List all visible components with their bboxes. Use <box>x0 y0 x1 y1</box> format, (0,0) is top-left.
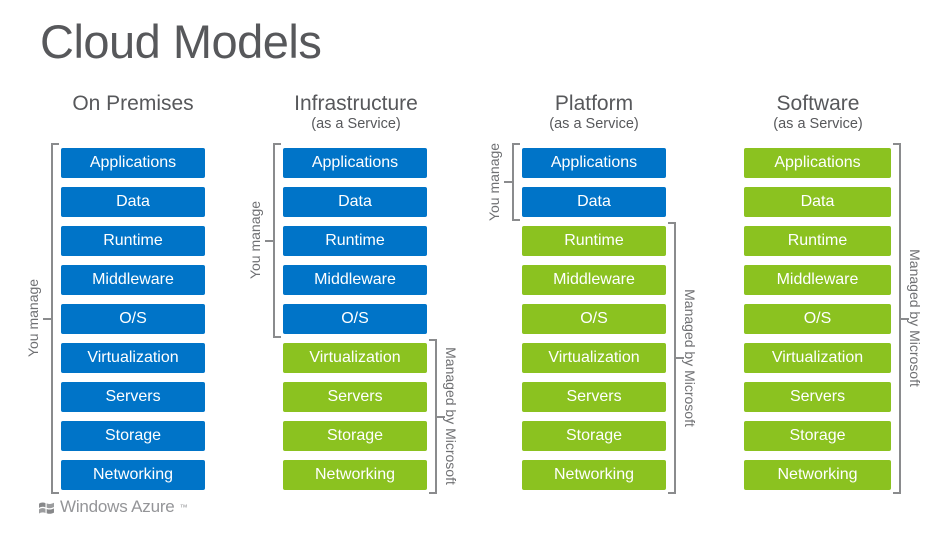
managed-by-microsoft-label: Managed by Microsoft <box>907 249 923 387</box>
box-middleware: Middleware <box>522 265 666 295</box>
managed-by-microsoft-label: Managed by Microsoft <box>443 347 459 485</box>
stack-iaas: Applications Data Runtime Middleware O/S… <box>283 148 427 490</box>
page-title: Cloud Models <box>40 15 322 68</box>
box-virtualization: Virtualization <box>61 343 205 373</box>
box-storage: Storage <box>61 421 205 451</box>
box-networking: Networking <box>283 460 427 490</box>
box-servers: Servers <box>283 382 427 412</box>
you-manage-label: You manage <box>486 142 502 222</box>
you-manage-label: You manage <box>247 200 263 280</box>
box-runtime: Runtime <box>522 226 666 256</box>
column-header-paas: Platform (as a Service) <box>549 92 638 133</box>
windows-azure-logo: Windows Azure ™ <box>38 497 188 517</box>
managed-by-microsoft-label: Managed by Microsoft <box>682 289 698 427</box>
box-os: O/S <box>744 304 891 334</box>
column-subtitle: (as a Service) <box>773 116 863 132</box>
box-applications: Applications <box>744 148 891 178</box>
box-runtime: Runtime <box>61 226 205 256</box>
box-data: Data <box>61 187 205 217</box>
box-virtualization: Virtualization <box>522 343 666 373</box>
box-os: O/S <box>61 304 205 334</box>
you-manage-bracket <box>265 143 281 338</box>
box-servers: Servers <box>744 382 891 412</box>
you-manage-bracket <box>504 143 520 221</box>
box-applications: Applications <box>522 148 666 178</box>
box-servers: Servers <box>522 382 666 412</box>
column-header-on-premises: On Premises <box>72 92 193 115</box>
box-os: O/S <box>283 304 427 334</box>
windows-flag-icon <box>38 500 55 515</box>
box-runtime: Runtime <box>283 226 427 256</box>
box-storage: Storage <box>522 421 666 451</box>
box-data: Data <box>522 187 666 217</box>
you-manage-bracket <box>43 143 59 494</box>
column-title: Platform <box>554 92 634 115</box>
managed-by-microsoft-bracket <box>668 222 684 494</box>
box-networking: Networking <box>744 460 891 490</box>
managed-by-microsoft-bracket <box>429 339 445 494</box>
box-data: Data <box>283 187 427 217</box>
box-storage: Storage <box>283 421 427 451</box>
stack-saas: Applications Data Runtime Middleware O/S… <box>744 148 891 490</box>
box-runtime: Runtime <box>744 226 891 256</box>
stack-on-premises: Applications Data Runtime Middleware O/S… <box>61 148 205 490</box>
box-networking: Networking <box>61 460 205 490</box>
box-middleware: Middleware <box>61 265 205 295</box>
box-applications: Applications <box>61 148 205 178</box>
column-title: Software <box>776 92 860 115</box>
trademark-symbol: ™ <box>179 502 188 512</box>
box-storage: Storage <box>744 421 891 451</box>
box-middleware: Middleware <box>283 265 427 295</box>
column-header-iaas: Infrastructure (as a Service) <box>294 92 418 133</box>
column-title: Infrastructure <box>294 92 418 115</box>
box-data: Data <box>744 187 891 217</box>
box-middleware: Middleware <box>744 265 891 295</box>
box-servers: Servers <box>61 382 205 412</box>
box-networking: Networking <box>522 460 666 490</box>
logo-text: Windows Azure <box>60 497 175 516</box>
column-subtitle: (as a Service) <box>549 116 639 132</box>
box-virtualization: Virtualization <box>744 343 891 373</box>
box-os: O/S <box>522 304 666 334</box>
box-applications: Applications <box>283 148 427 178</box>
box-virtualization: Virtualization <box>283 343 427 373</box>
column-header-saas: Software (as a Service) <box>773 92 862 133</box>
managed-by-microsoft-bracket <box>893 143 909 494</box>
column-title: On Premises <box>72 92 194 115</box>
stack-paas: Applications Data Runtime Middleware O/S… <box>522 148 666 490</box>
you-manage-label: You manage <box>25 278 41 358</box>
column-subtitle: (as a Service) <box>311 116 401 132</box>
